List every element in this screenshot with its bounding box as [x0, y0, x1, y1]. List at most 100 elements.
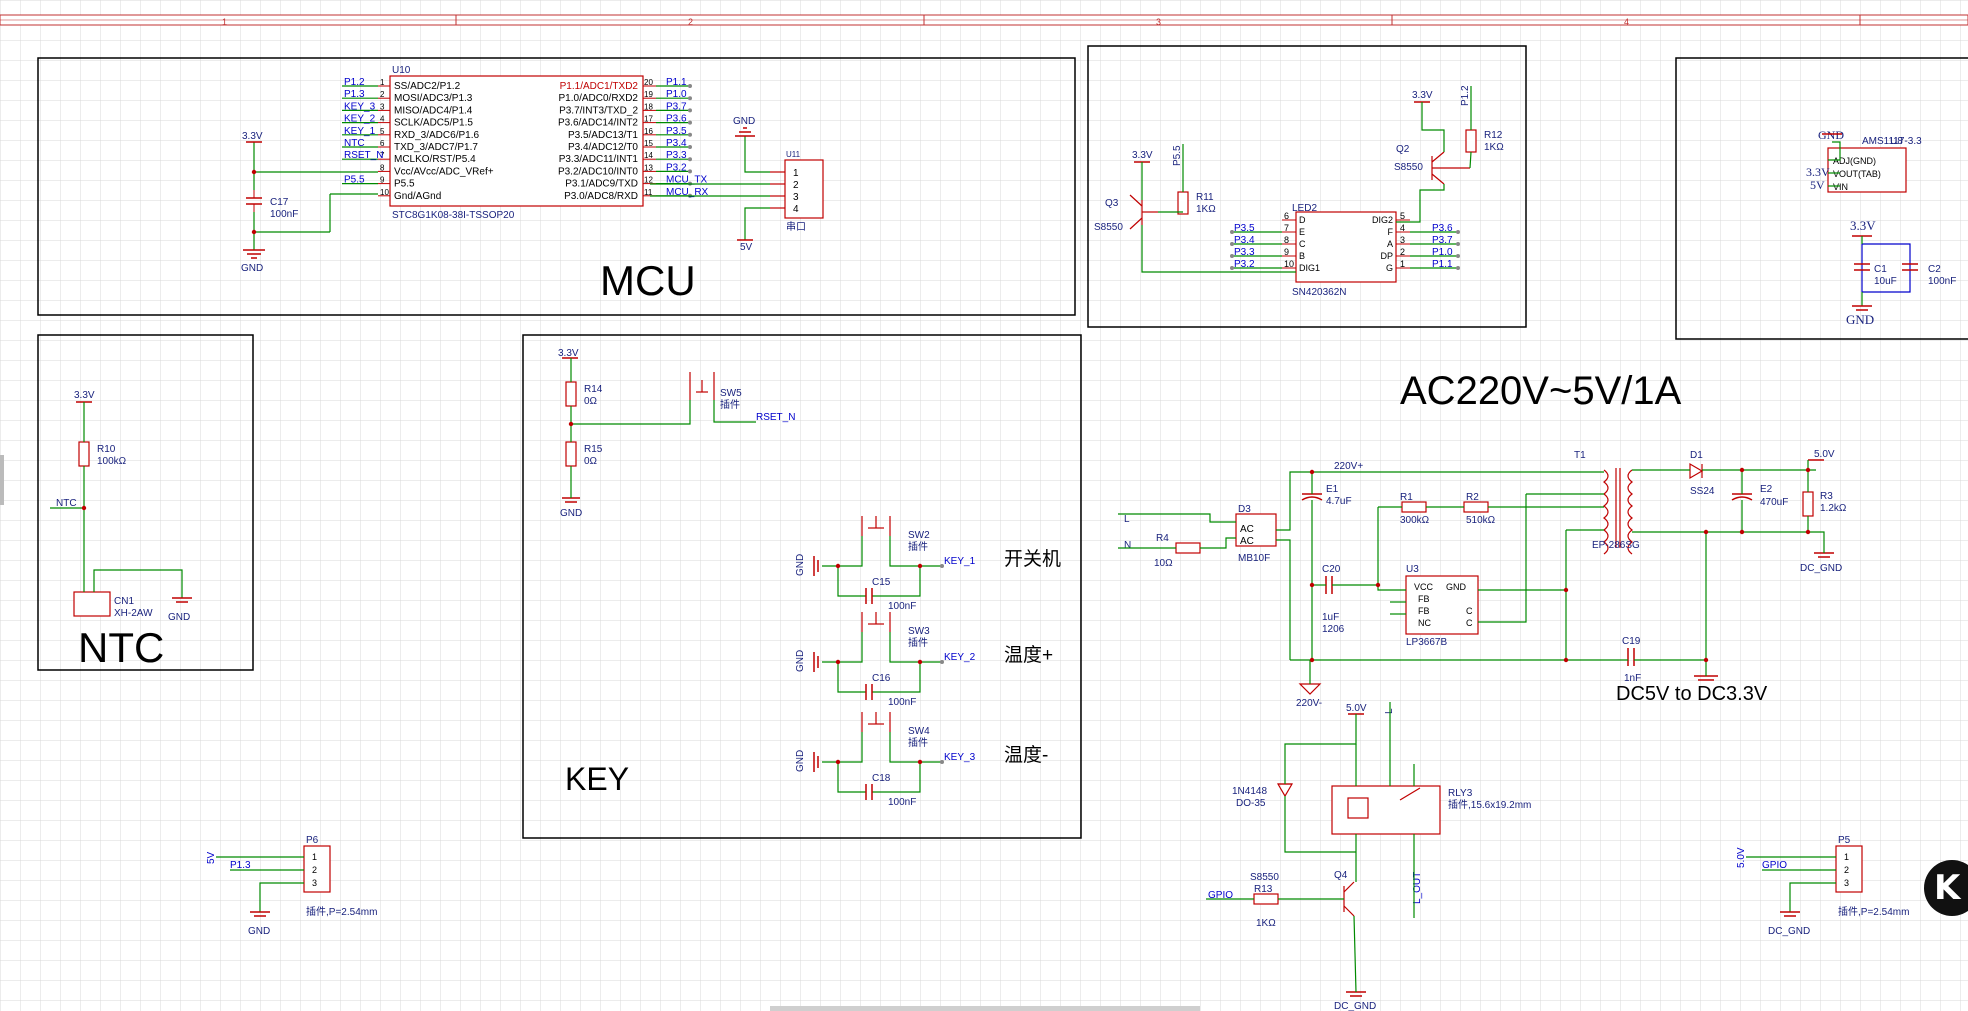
svg-text:P1.2: P1.2 — [1460, 85, 1471, 106]
ruler-col-3: 3 — [1156, 17, 1161, 27]
key-gnd-label: GND — [795, 554, 806, 576]
svg-text:U3: U3 — [1406, 564, 1419, 575]
mcu-pin-num: 12 — [644, 176, 653, 185]
mcu-pin-num: 19 — [644, 90, 653, 99]
svg-text:SS24: SS24 — [1690, 486, 1715, 497]
svg-text:3: 3 — [793, 192, 799, 203]
key-wire — [889, 732, 942, 763]
svg-text:DC_GND: DC_GND — [1334, 1001, 1376, 1011]
svg-text:GND: GND — [1846, 312, 1874, 327]
key-reset-block[interactable]: 3.3V R14 0Ω R15 0Ω GND SW5 插件 RSET_N — [558, 348, 795, 519]
svg-text:2: 2 — [1844, 865, 1849, 875]
frame-key — [522, 334, 1082, 839]
svg-text:1: 1 — [312, 852, 317, 862]
mcu-chip-body — [389, 75, 644, 207]
svg-text:CN1: CN1 — [114, 596, 134, 607]
mcu-net-label: P5.5 — [344, 175, 365, 186]
svg-text:R1: R1 — [1400, 492, 1413, 503]
svg-text:1uF: 1uF — [1322, 612, 1339, 623]
horizontal-scrollbar[interactable] — [770, 1006, 1200, 1011]
section-title-mcu: MCU — [600, 257, 696, 304]
ntc-block[interactable]: 3.3V R10 100kΩ NTC CN1 XH-2AW GND — [50, 390, 192, 623]
svg-text:D3: D3 — [1238, 504, 1251, 515]
uart-vcc-symbol: 5V — [737, 239, 753, 253]
svg-text:Q2: Q2 — [1396, 144, 1410, 155]
junction — [917, 659, 923, 665]
header-p6[interactable]: P6 插件,P=2.54mm 1 2 3 5V P1.3 GND — [206, 835, 377, 937]
mcu-net-end — [688, 169, 692, 174]
svg-text:VOUT(TAB): VOUT(TAB) — [1833, 169, 1881, 179]
svg-text:3.3V: 3.3V — [1412, 90, 1433, 101]
mcu-pin-num: 7 — [380, 151, 385, 160]
led-pin-seg: B — [1299, 251, 1305, 261]
switch-ref: SW3 — [908, 626, 930, 637]
svg-text:插件,P=2.54mm: 插件,P=2.54mm — [306, 905, 377, 918]
ruler-col-1: 1 — [222, 17, 227, 27]
mcu-pin-num: 11 — [644, 188, 653, 197]
floating-action-button[interactable]: K — [1924, 860, 1968, 916]
uart-gnd-symbol: GND — [733, 116, 755, 137]
display-block[interactable]: Q3 S8550 3.3V R11 1KΩ P5.5 LED2 SN420362… — [1094, 85, 1504, 298]
key-wire — [872, 566, 921, 597]
svg-text:RSET_N: RSET_N — [756, 412, 795, 423]
svg-text:1nF: 1nF — [1624, 673, 1641, 684]
led-net-label: P3.7 — [1432, 235, 1453, 246]
mcu-pin-name: P3.2/ADC10/INT0 — [558, 166, 638, 177]
junction — [835, 759, 841, 765]
svg-text:T1: T1 — [1574, 450, 1586, 461]
svg-text:AC: AC — [1240, 524, 1254, 535]
mcu-net-label: KEY_2 — [344, 114, 376, 125]
svg-text:3.3V: 3.3V — [1806, 165, 1830, 179]
svg-text:3: 3 — [312, 878, 317, 888]
led-net-label: P3.5 — [1234, 223, 1255, 234]
mcu-pin-name: SCLK/ADC5/P1.5 — [394, 118, 473, 129]
mcu-cap[interactable]: C17 100nF — [246, 190, 298, 220]
svg-text:GND: GND — [1818, 128, 1844, 142]
mcu-pin-name: TXD_3/ADC7/P1.7 — [394, 142, 478, 153]
led-net-end — [1456, 242, 1460, 246]
mcu-net-label: P1.3 — [344, 89, 365, 100]
uart-connector[interactable]: U11 串口 1 2 3 4 — [784, 150, 824, 233]
svg-text:GND: GND — [248, 926, 270, 937]
q2-transistor — [1431, 151, 1470, 185]
mcu-pin-name: P3.7/INT3/TXD_2 — [559, 105, 638, 116]
svg-text:Q4: Q4 — [1334, 870, 1348, 881]
svg-text:1KΩ: 1KΩ — [1256, 918, 1276, 929]
led-pin-num: 1 — [1400, 259, 1405, 269]
svg-text:C2: C2 — [1928, 264, 1941, 275]
panel-resize-handle[interactable] — [0, 455, 4, 505]
svg-text:5V: 5V — [740, 242, 753, 253]
mcu-net-end — [688, 145, 692, 149]
mcu-net-label: P1.0 — [666, 89, 687, 100]
svg-text:串口: 串口 — [786, 221, 806, 233]
ldo-block[interactable]: U8 AMS1117-3.3 ADJ(GND) VOUT(TAB) VIN GN… — [1806, 128, 1956, 327]
led-pin-num: 9 — [1284, 247, 1289, 257]
svg-text:XH-2AW: XH-2AW — [114, 608, 153, 619]
led-pin-seg: E — [1299, 227, 1305, 237]
led-net-label: P3.4 — [1234, 235, 1255, 246]
mcu-pin-num: 5 — [380, 127, 385, 136]
header-p5[interactable]: P5 插件,P=2.54mm 1 2 3 5.0V GPIO DC_GND — [1736, 835, 1909, 937]
frame-ldo — [1675, 57, 1968, 340]
mcu-pin-name: P3.3/ADC11/INT1 — [559, 154, 639, 165]
svg-text:NTC: NTC — [56, 498, 77, 509]
svg-text:DO-35: DO-35 — [1236, 798, 1266, 809]
mcu-net-label: KEY_3 — [344, 101, 376, 112]
svg-text:R2: R2 — [1466, 492, 1479, 503]
junction — [835, 659, 841, 665]
relay-block[interactable]: 5.0V L 1N4148 DO-35 RLY3 插件,15.6x19.2mm … — [1208, 703, 1531, 1011]
mcu-pin-num: 1 — [380, 78, 385, 87]
net-end — [940, 564, 944, 568]
key-net-label: KEY_2 — [944, 652, 976, 663]
power-supply-block[interactable]: L N R4 10Ω D3 MB10F AC AC E1 4.7uF 220V+… — [1124, 449, 1847, 709]
mcu-pin-num: 2 — [380, 90, 385, 99]
mcu-net-label: MCU_RX — [666, 187, 709, 198]
svg-text:R15: R15 — [584, 444, 603, 455]
